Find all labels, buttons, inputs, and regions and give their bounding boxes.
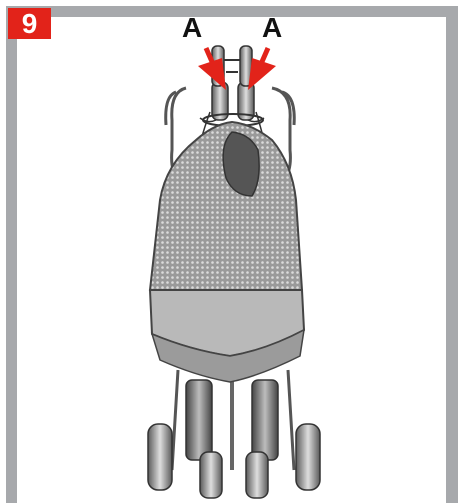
- step-number-badge: 9: [8, 8, 51, 39]
- rollator-legs: [172, 370, 294, 470]
- callout-label-left: A: [182, 14, 202, 42]
- callout-label-right: A: [262, 14, 282, 42]
